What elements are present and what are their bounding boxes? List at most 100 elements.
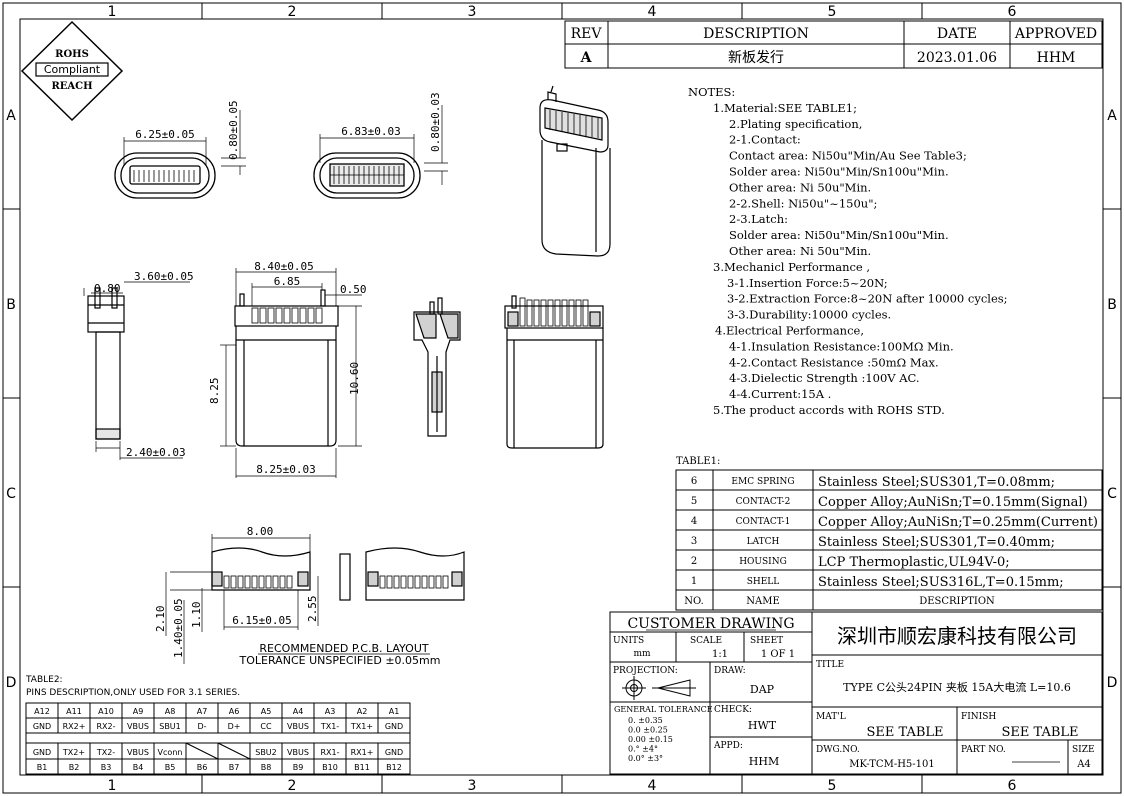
- pin-cell: A4: [293, 707, 304, 716]
- col-label-4-top: 4: [648, 4, 657, 20]
- note-line: 4.Electrical Performance,: [715, 324, 864, 338]
- pin-cell: B11: [354, 763, 370, 772]
- isometric-view: [539, 85, 611, 257]
- pin-cell: GND: [385, 748, 403, 757]
- note-line: Contact area: Ni50u"Min/Au See Table3;: [729, 149, 967, 163]
- front2-height-dim: 0.80±0.03: [429, 92, 442, 152]
- pin-cell: Vconn: [158, 748, 183, 757]
- pcb-h2-dim: 1.40±0.05: [172, 598, 185, 658]
- pin-cell: TX1-: [320, 722, 339, 731]
- pin-cell: B8: [261, 763, 272, 772]
- rohs-text: ROHS: [55, 49, 89, 60]
- table2-title: TABLE2:: [25, 675, 63, 685]
- front2-width-dim: 6.83±0.03: [341, 125, 401, 138]
- pin-cell: B1: [37, 763, 48, 772]
- col-label-5-top: 5: [828, 4, 837, 20]
- rev-value: A: [580, 50, 593, 66]
- top-pin-dim: 0.50: [340, 283, 367, 296]
- note-line: 4-1.Insulation Resistance:100MΩ Min.: [729, 339, 954, 353]
- pin-cell: RX2+: [63, 722, 86, 731]
- front1-width-dim: 6.25±0.05: [135, 128, 195, 141]
- finish-value: SEE TABLE: [1001, 725, 1078, 740]
- table1-row-name: EMC SPRING: [731, 477, 794, 487]
- rev-header: REV: [571, 26, 603, 42]
- dwg-no-value: MK-TCM-H5-101: [849, 759, 935, 770]
- pin-cell: VBUS: [127, 748, 149, 757]
- note-line: 4-3.Dielectic Strength :100V AC.: [729, 371, 920, 385]
- top-height-right-dim: 10.60: [348, 362, 361, 395]
- pin-cell: GND: [33, 748, 51, 757]
- pcb-h4-dim: 2.55: [306, 596, 319, 623]
- material-label: MAT'L: [816, 712, 846, 722]
- note-line: Other area: Ni 50u"Min.: [729, 244, 871, 258]
- title-value: TYPE C公头24PIN 夹板 15A大电流 L=10.6: [843, 680, 1071, 694]
- side-view: [83, 281, 190, 460]
- note-line: Other area: Ni 50u"Min.: [729, 180, 871, 194]
- row-label-d-left: D: [6, 675, 17, 691]
- pin-cell: B3: [101, 763, 112, 772]
- tolerance-line: 0. ±0.35: [628, 716, 663, 725]
- pin-cell: A7: [197, 707, 208, 716]
- note-line: 2-2.Shell: Ni50u"~150u";: [729, 196, 877, 210]
- revision-block: REV DESCRIPTION DATE APPROVED A 新板发行 202…: [564, 20, 1103, 69]
- pin-cell: CC: [260, 722, 272, 731]
- table1-row-description: Stainless Steel;SUS301,T=0.40mm;: [818, 535, 1055, 550]
- top-view: [220, 268, 362, 478]
- dwg-no-label: DWG.NO.: [816, 745, 860, 755]
- table1-row-name: LATCH: [747, 537, 780, 547]
- pin-cell: A10: [98, 707, 114, 716]
- pin-cell: B10: [322, 763, 338, 772]
- top-height-left-dim: 8.25: [208, 378, 221, 405]
- note-line: 3-1.Insertion Force:5~20N;: [727, 276, 888, 290]
- table1-row-name: SHELL: [747, 577, 780, 587]
- pin-cell: A1: [389, 707, 400, 716]
- pin-cell: A2: [357, 707, 368, 716]
- notes-block: NOTES:1.Material:SEE TABLE1;2.Plating sp…: [688, 85, 1008, 417]
- row-label-c-right: C: [1107, 486, 1117, 502]
- row-label-b-right: B: [1107, 297, 1117, 313]
- date-header: DATE: [937, 26, 977, 42]
- front1-height-dim: 0.80±0.05: [227, 100, 240, 160]
- table1-row-name: HOUSING: [739, 557, 787, 567]
- size-value: A4: [1076, 759, 1091, 770]
- table1-title: TABLE1:: [676, 456, 720, 467]
- pcb-note-title: RECOMMENDED P.C.B. LAYOUT: [259, 642, 428, 655]
- col-label-3-top: 3: [468, 4, 477, 20]
- side-pin-dim: 0.80: [94, 282, 121, 295]
- pin-cell: GND: [33, 722, 51, 731]
- row-label-b-left: B: [6, 297, 16, 313]
- table1-row-description: Stainless Steel;SUS316L,T=0.15mm;: [818, 575, 1064, 590]
- pin-cell: RX2-: [96, 722, 115, 731]
- description-value: 新板发行: [728, 50, 784, 66]
- pin-cell: B5: [165, 763, 176, 772]
- sheet-label: SHEET: [750, 636, 783, 646]
- pin-cell: TX2-: [96, 748, 115, 757]
- table1-row-name: CONTACT-1: [736, 517, 791, 527]
- table1-row-no: 1: [691, 576, 697, 587]
- note-line: 3-2.Extraction Force:8~20N after 10000 c…: [727, 292, 1008, 306]
- table1-row-name: CONTACT-2: [736, 497, 791, 507]
- approved-header: APPROVED: [1014, 26, 1097, 42]
- title-label: TITLE: [816, 660, 844, 670]
- pin-cell: SBU1: [159, 722, 181, 731]
- pin-cell: TX1+: [350, 722, 373, 731]
- rohs-logo: ROHS Compliant REACH: [20, 20, 124, 122]
- note-line: 2.Plating specification,: [729, 117, 862, 131]
- pin-cell: B4: [133, 763, 144, 772]
- note-line: Solder area: Ni50u"Min/Sn100u"Min.: [729, 228, 949, 242]
- pin-cell: TX2+: [62, 748, 85, 757]
- table1-row-description: Stainless Steel;SUS301,T=0.08mm;: [818, 475, 1055, 490]
- table1-row-description: Copper Alloy;AuNiSn;T=0.25mm(Current): [818, 515, 1098, 530]
- description-header: DESCRIPTION: [703, 26, 809, 42]
- note-line: 1.Material:SEE TABLE1;: [713, 101, 857, 115]
- projection-label: PROJECTION:: [613, 666, 678, 676]
- draw-value: DAP: [750, 683, 775, 696]
- units-value: mm: [633, 649, 651, 659]
- general-tolerance-label: GENERAL TOLERANCE: [614, 705, 713, 714]
- side-width-dim: 3.60±0.05: [134, 270, 194, 283]
- check-label: CHECK:: [714, 705, 752, 715]
- top-inner-dim: 6.85: [274, 275, 301, 288]
